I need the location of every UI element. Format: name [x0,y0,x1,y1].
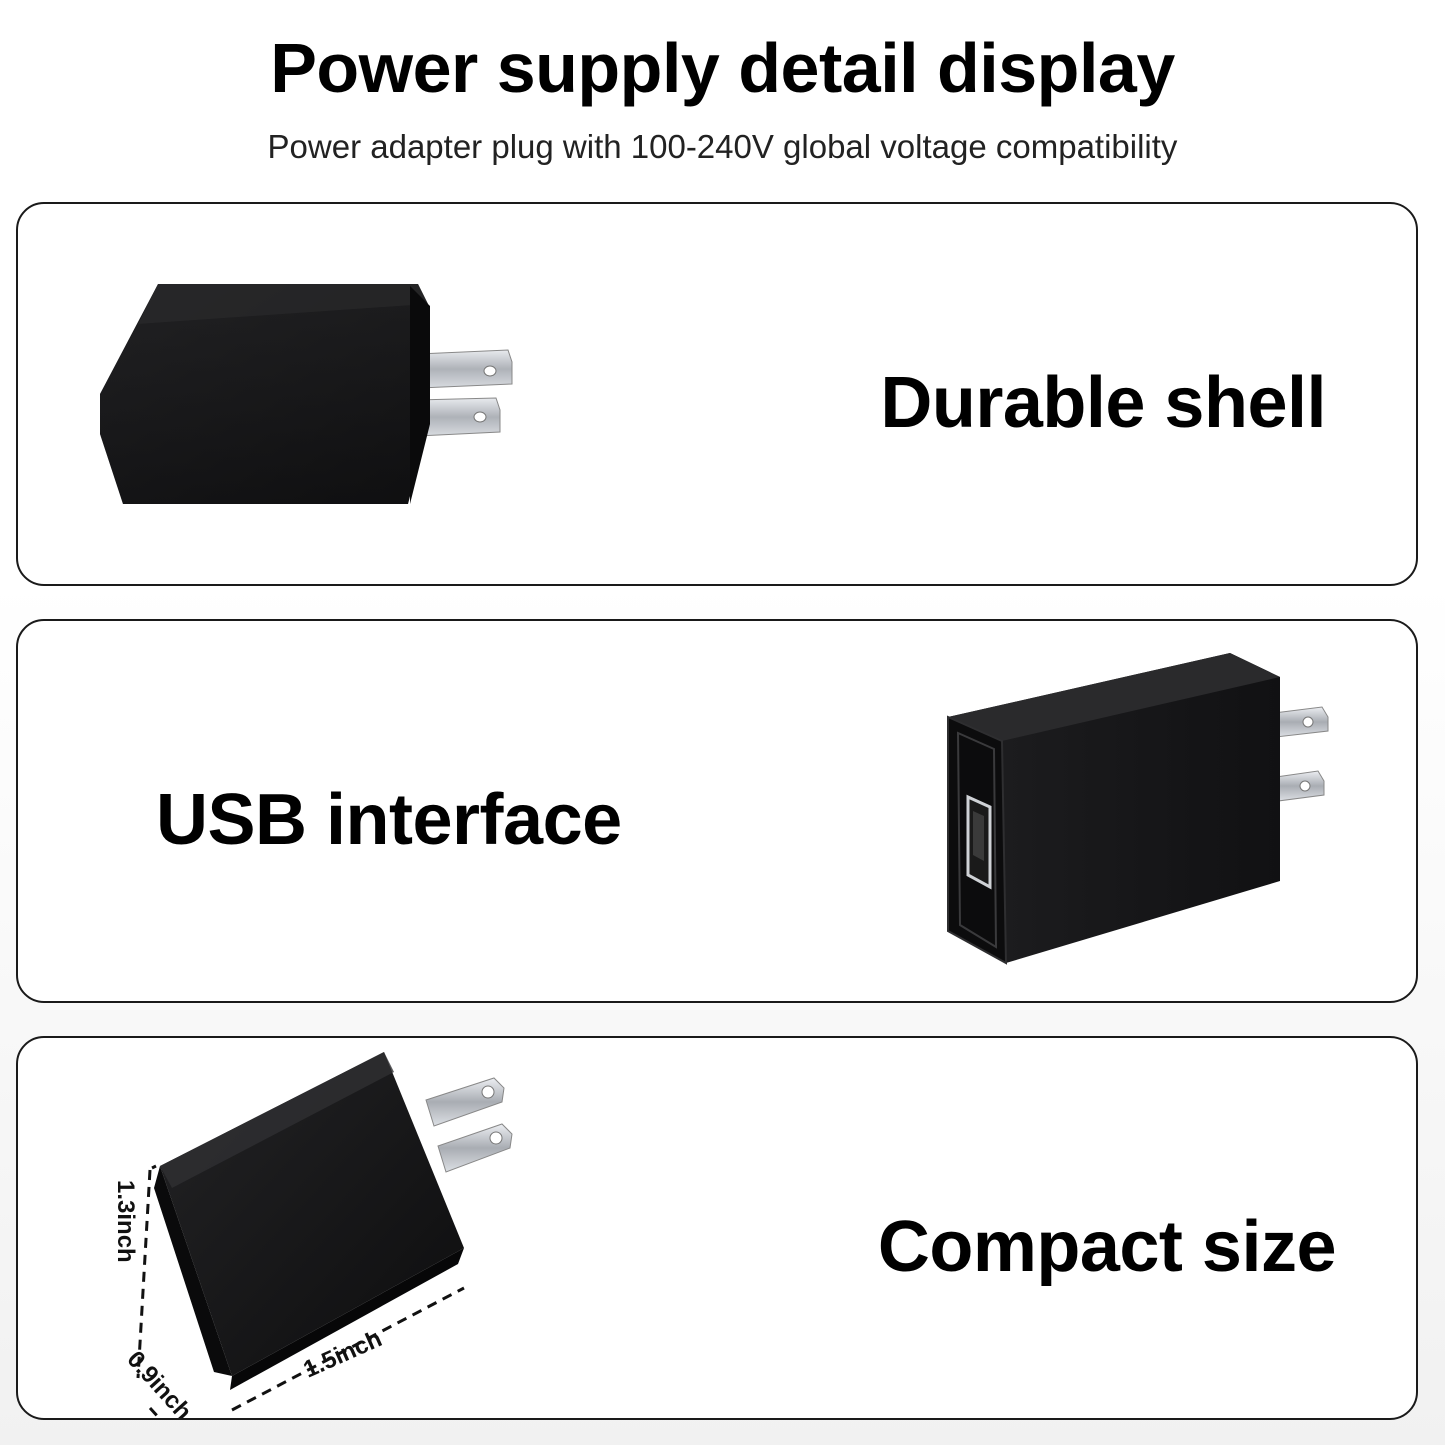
feature-label-usb-interface: USB interface [156,780,622,860]
feature-panel-usb-interface: USB interface [16,619,1418,1003]
feature-label-durable-shell: Durable shell [880,363,1326,443]
feature-panel-compact-size: 1.3inch 0.9inch 1.5inch Compact size [16,1036,1418,1420]
page-subtitle: Power adapter plug with 100-240V global … [267,128,1178,165]
charger-side-view-image [100,284,513,504]
dimension-height-label: 1.3inch [112,1180,139,1263]
feature-panel-durable-shell: Durable shell [16,202,1418,586]
charger-dimensions-image: 1.3inch 0.9inch 1.5inch [112,1052,513,1420]
dimension-depth-label: 0.9inch [122,1346,197,1420]
page-title: Power supply detail display [270,29,1175,107]
charger-front-view-image [947,653,1329,965]
feature-label-compact-size: Compact size [877,1207,1337,1287]
